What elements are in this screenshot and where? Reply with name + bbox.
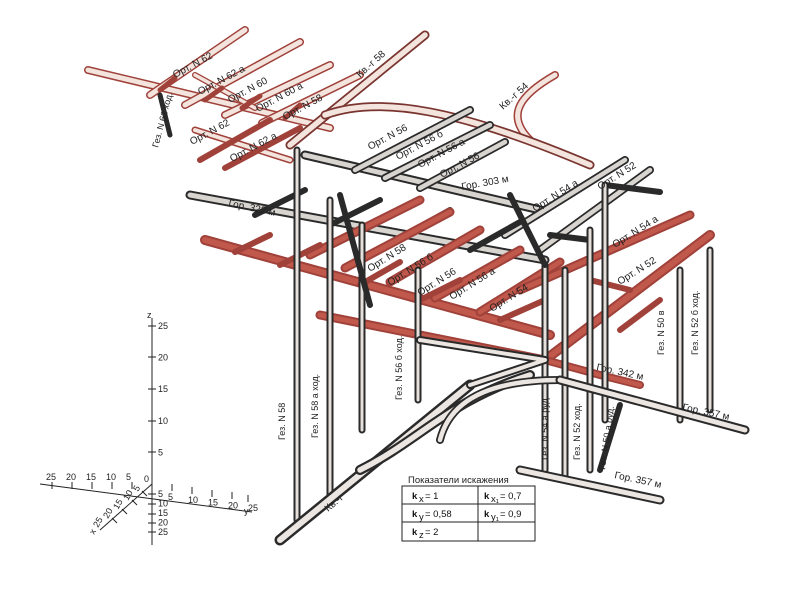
z-tick-label: 10 <box>158 416 168 426</box>
y-tick-labels: 5 10 15 20 25 <box>168 492 258 513</box>
y-tick-label: 25 <box>248 503 258 513</box>
upper-level-workings <box>84 26 595 171</box>
negative-z-tick-label: 25 <box>158 527 168 537</box>
z-tick-labels: 25 20 15 10 5 <box>158 321 168 457</box>
legend-kx1: k x₁ = 0,7 <box>484 491 521 505</box>
legend-ky: k y = 0,58 <box>412 509 452 523</box>
x-tick-label: 5 <box>131 484 142 493</box>
axis-z-label: z <box>147 310 152 320</box>
axis-origin: 0 <box>144 474 149 484</box>
left-tick-label: 25 <box>46 472 56 482</box>
x-tick-label: 25 <box>91 515 105 529</box>
distortion-legend: Показатели искажения k x = 1 k x₁ = 0,7 … <box>401 475 536 542</box>
left-tick-label: 5 <box>126 472 131 482</box>
svg-text:z: z <box>419 530 424 541</box>
negative-z-tick-label: 10 <box>158 499 168 509</box>
label-gez-58a: Гез. N 58 а ход. <box>310 374 320 438</box>
vertical-raises <box>157 92 714 524</box>
legend-title: Показатели искажения <box>408 475 509 486</box>
left-tick-label: 15 <box>86 472 96 482</box>
legend-kz: k z = 2 <box>412 527 438 541</box>
legend-kx: k x = 1 <box>412 491 438 505</box>
y-tick-label: 5 <box>168 492 173 502</box>
label-gez-52: Гез. N 52 ход. <box>572 403 582 460</box>
y-tick-label: 15 <box>208 498 218 508</box>
label-gez-58: Гез. N 58 <box>277 403 287 440</box>
bottom-level-workings <box>274 336 750 546</box>
svg-text:k: k <box>484 509 490 520</box>
y-tick-label: 20 <box>228 500 238 510</box>
svg-text:k: k <box>484 491 490 502</box>
svg-text:= 0,58: = 0,58 <box>425 509 452 520</box>
left-tick-label: 20 <box>66 472 76 482</box>
svg-text:k: k <box>412 509 418 520</box>
x-tick-label: 15 <box>111 497 125 511</box>
svg-text:k: k <box>412 491 418 502</box>
label-gez-52b: Гез. N 52 б ход. <box>690 291 700 355</box>
svg-text:k: k <box>412 527 418 538</box>
axis-x-label: x <box>87 527 98 536</box>
coordinate-axes <box>39 318 253 545</box>
svg-text:= 0,9: = 0,9 <box>500 509 521 520</box>
z-tick-label: 5 <box>158 447 163 457</box>
svg-text:= 2: = 2 <box>425 527 438 538</box>
svg-text:= 1: = 1 <box>425 491 438 502</box>
left-tick-labels: 25 20 15 10 5 <box>46 472 131 482</box>
left-tick-label: 10 <box>106 472 116 482</box>
z-tick-label: 25 <box>158 321 168 331</box>
label-gez-50v: Гез. N 50 в <box>656 310 666 355</box>
svg-text:x₁: x₁ <box>491 494 499 505</box>
svg-text:y₁: y₁ <box>491 512 499 523</box>
negative-z-tick-label: 5 <box>158 489 163 499</box>
label-gez-54a: Гез. N 54 а руд. <box>540 396 550 460</box>
y-tick-label: 10 <box>188 495 198 505</box>
z-tick-label: 20 <box>158 353 168 363</box>
z-tick-label: 15 <box>158 384 168 394</box>
x-tick-label: 10 <box>121 488 135 502</box>
x-tick-label: 20 <box>101 506 115 520</box>
label-gez-56b: Гез. N 56 б ход. <box>394 336 404 400</box>
svg-text:y: y <box>419 512 424 523</box>
svg-text:= 0,7: = 0,7 <box>500 491 521 502</box>
axis-y-label: y <box>244 506 249 516</box>
negative-z-tick-label: 15 <box>158 508 168 518</box>
negative-z-tick-label: 20 <box>158 518 168 528</box>
svg-text:x: x <box>419 494 424 505</box>
legend-ky1: k y₁ = 0,9 <box>484 509 521 523</box>
